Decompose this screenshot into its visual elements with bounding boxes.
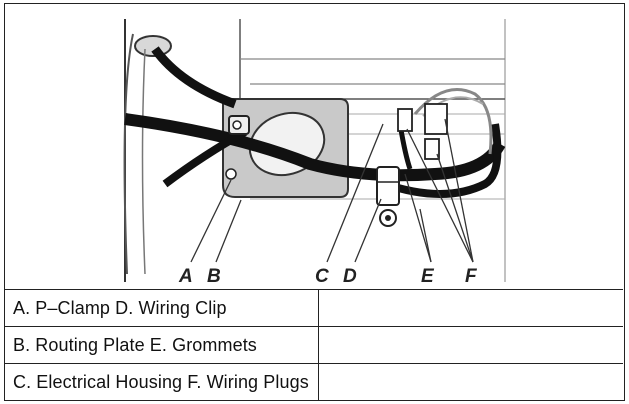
leader-b xyxy=(215,199,242,263)
leader-c xyxy=(326,123,384,263)
callout-c: C xyxy=(315,266,329,287)
left-cable-line-2 xyxy=(141,48,146,275)
leader-f-3 xyxy=(436,153,474,263)
legend-column-divider xyxy=(318,289,319,400)
legend-row: C. Electrical Housing F. Wiring Plugs xyxy=(5,363,623,400)
wiring-plug-3 xyxy=(424,138,440,160)
harness-main xyxy=(124,113,506,182)
figure-frame: A B C D E F A. P–Clamp D. Wiring Clip B.… xyxy=(4,3,625,401)
leader-e-1 xyxy=(404,173,432,263)
plate-bolt xyxy=(225,168,237,180)
leader-a xyxy=(190,179,232,263)
wiring-clip xyxy=(376,166,400,206)
legend-text-row-1: A. P–Clamp D. Wiring Clip xyxy=(13,298,227,318)
callout-b: B xyxy=(207,266,221,287)
callout-f: F xyxy=(465,266,478,287)
legend-text-row-3: C. Electrical Housing F. Wiring Plugs xyxy=(13,372,309,392)
wire-loop-1 xyxy=(413,88,493,155)
callout-a: A xyxy=(178,266,193,287)
leader-e-2 xyxy=(419,208,432,263)
leader-d xyxy=(354,198,382,263)
harness-right xyxy=(383,123,502,198)
wiring-diagram: A B C D E F xyxy=(5,4,623,289)
p-clamp-bolt xyxy=(232,120,242,130)
legend-row: A. P–Clamp D. Wiring Clip xyxy=(5,289,623,326)
leader-f-2 xyxy=(444,118,474,263)
chassis-lines xyxy=(335,113,505,135)
callout-e: E xyxy=(421,266,435,287)
wiring-clip-bolt-center xyxy=(385,215,391,221)
callout-d: D xyxy=(343,266,357,287)
harness-upper xyxy=(151,46,237,109)
legend-row: B. Routing Plate E. Grommets xyxy=(5,326,623,363)
harness-lower-branch xyxy=(162,128,247,188)
wiring-plug-2 xyxy=(424,103,448,135)
wiring-plug-1 xyxy=(397,108,413,132)
legend-text-row-2: B. Routing Plate E. Grommets xyxy=(13,335,257,355)
wiring-illustration: A B C D E F xyxy=(123,19,506,287)
leader-f-1 xyxy=(406,128,474,263)
